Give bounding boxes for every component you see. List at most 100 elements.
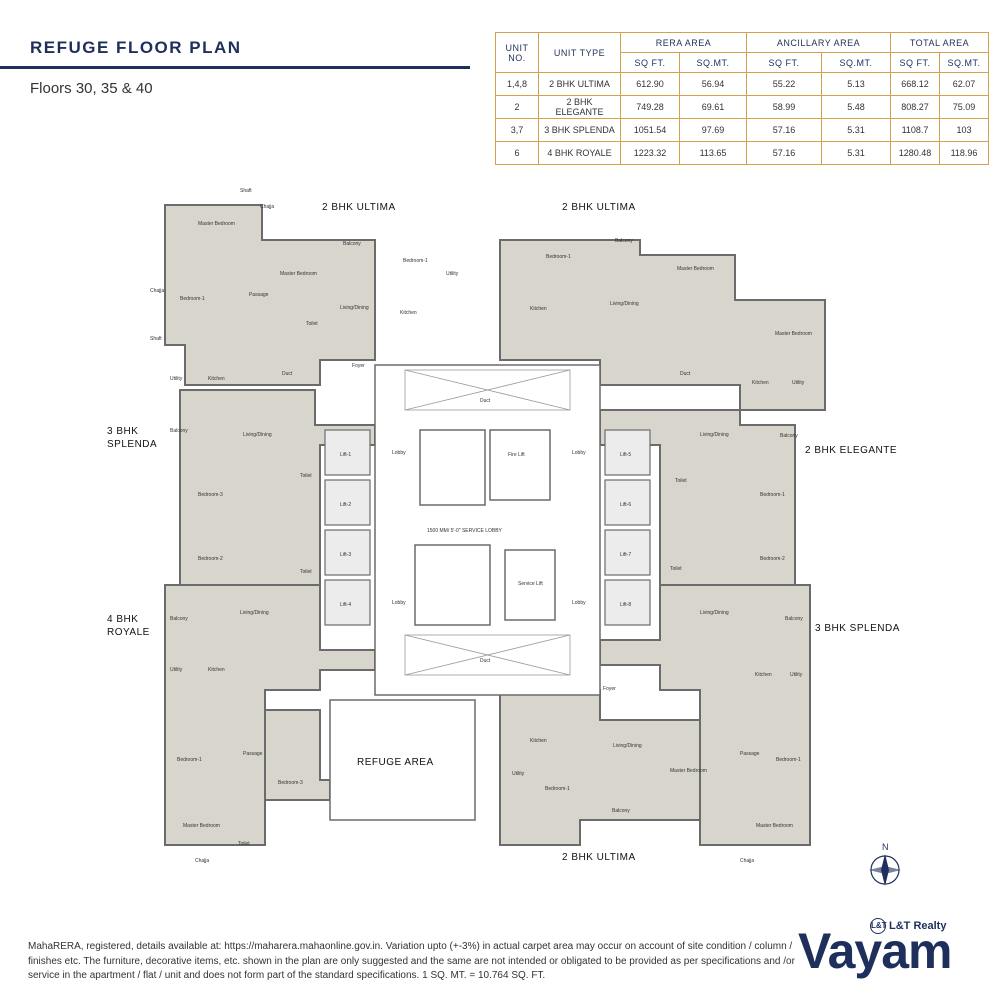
disclaimer: MahaRERA, registered, details available …: [28, 941, 795, 981]
room-label: Lobby: [572, 450, 586, 456]
room-label: Lobby: [572, 600, 586, 606]
room-label: 1500 MM/ 5'-0" SERVICE LOBBY: [427, 528, 503, 534]
room-label: Duct: [282, 371, 293, 377]
room-label: Kitchen: [208, 376, 225, 382]
stair-lower: [414, 544, 491, 626]
room-label: Toilet: [238, 841, 250, 847]
lift-shaft: [324, 529, 371, 576]
cell-tot-sqft: 808.27: [890, 95, 940, 119]
cell-type: 3 BHK SPLENDA: [538, 118, 621, 142]
cell-unit: 3,7: [495, 118, 539, 142]
cell-tot-sqmt: 62.07: [939, 72, 989, 96]
lift-shaft: [604, 479, 651, 526]
room-label: Chajja: [260, 204, 274, 210]
room-label: Duct: [680, 371, 691, 377]
room-label: Living/Dining: [243, 432, 272, 438]
room-label: Master Bedroom: [198, 221, 235, 227]
cell-anc-sqmt: 5.48: [821, 95, 891, 119]
room-label: Master Bedroom: [677, 266, 714, 272]
cell-rera-sqft: 1051.54: [620, 118, 680, 142]
col-unit-type: UNIT TYPE: [538, 32, 621, 73]
lift-shaft: [324, 579, 371, 626]
room-label: Kitchen: [208, 667, 225, 673]
central-lobby: [374, 364, 601, 696]
cell-type: 4 BHK ROYALE: [538, 141, 621, 165]
room-label: Master Bedroom: [775, 331, 812, 337]
col-anc-sqmt: SQ.MT.: [821, 52, 891, 73]
title-underline: [0, 66, 470, 69]
page-title: REFUGE FLOOR PLAN: [30, 38, 242, 57]
room-label: Fire Lift: [508, 452, 525, 458]
cell-unit: 1,4,8: [495, 72, 539, 96]
col-rera-sqft: SQ FT.: [620, 52, 680, 73]
room-label: Bedroom-3: [278, 780, 303, 786]
cell-unit: 2: [495, 95, 539, 119]
room-label: Kitchen: [752, 380, 769, 386]
cell-anc-sqft: 57.16: [746, 141, 822, 165]
room-label: Bedroom-1: [546, 254, 571, 260]
developer-name: L&T Realty: [889, 919, 947, 932]
col-anc-sqft: SQ FT.: [746, 52, 822, 73]
room-label: Toilet: [300, 473, 312, 479]
lift-label: Lift-6: [620, 502, 631, 508]
room-label: Bedroom-1: [403, 258, 428, 264]
cell-anc-sqmt: 5.31: [821, 118, 891, 142]
unit-label-refuge-area: REFUGE AREA: [357, 757, 434, 768]
room-label: Shaft: [240, 188, 252, 194]
col-total-sqft: SQ FT.: [890, 52, 940, 73]
cell-unit: 6: [495, 141, 539, 165]
room-label: Utility: [170, 376, 183, 382]
lift-label: Lift-1: [340, 452, 351, 458]
room-label: Living/Dining: [340, 305, 369, 311]
room-label: Bedroom-2: [760, 556, 785, 562]
unit-block-left-lower: [164, 584, 376, 846]
room-label: Bedroom-1: [180, 296, 205, 302]
room-label: Living/Dining: [613, 743, 642, 749]
room-label: Duct: [480, 658, 491, 664]
room-label: Lobby: [392, 450, 406, 456]
cell-rera-sqmt: 69.61: [679, 95, 747, 119]
lift-label: Lift-3: [340, 552, 351, 558]
cell-tot-sqft: 668.12: [890, 72, 940, 96]
room-label: Living/Dining: [240, 610, 269, 616]
cell-anc-sqft: 55.22: [746, 72, 822, 96]
room-label: Kitchen: [400, 310, 417, 316]
room-label: Chajja: [150, 288, 164, 294]
unit-label-splenda-left: SPLENDA: [107, 439, 157, 450]
room-label: Bedroom-1: [776, 757, 801, 763]
service-lift-shaft: [504, 549, 556, 621]
duct-bottom: [404, 634, 571, 676]
room-label: Master Bedroom: [280, 271, 317, 277]
unit-block-bottom-right: [499, 689, 701, 846]
lift-label: Lift-2: [340, 502, 351, 508]
unit-block-right-lower: [599, 584, 811, 846]
table-row: 1,4,8 2 BHK ULTIMA 612.90 56.94 55.22 5.…: [495, 72, 989, 96]
room-label: Chajja: [195, 858, 209, 864]
cell-tot-sqmt: 118.96: [939, 141, 989, 165]
room-label: Balcony: [780, 433, 798, 439]
unit-label-royale-left: ROYALE: [107, 627, 150, 638]
unit-label-splenda-left: 3 BHK: [107, 426, 138, 437]
room-label: Kitchen: [530, 738, 547, 744]
col-ancillary-area: ANCILLARY AREA: [746, 32, 891, 53]
cell-rera-sqft: 749.28: [620, 95, 680, 119]
lift-shaft: [604, 429, 651, 476]
room-label: Lobby: [392, 600, 406, 606]
lift-shaft: [604, 529, 651, 576]
duct-bottom-cross: [404, 634, 571, 676]
lift-shaft: [324, 479, 371, 526]
room-label: Duct: [480, 398, 491, 404]
duct-top-cross: [404, 369, 571, 411]
compass-icon: N: [869, 842, 901, 886]
unit-label-elegante-right: 2 BHK ELEGANTE: [805, 445, 897, 456]
unit-label-royale-left: 4 BHK: [107, 614, 138, 625]
floor-plan: 2 BHK ULTIMA 2 BHK ULTIMA 3 BHK SPLENDA …: [107, 188, 901, 886]
lt-logo-icon: L&T: [870, 918, 887, 934]
cell-anc-sqmt: 5.31: [821, 141, 891, 165]
lift-label: Lift-7: [620, 552, 631, 558]
unit-label-ultima-bottom: 2 BHK ULTIMA: [562, 852, 636, 863]
room-label: Toilet: [306, 321, 318, 327]
room-label: Living/Dining: [610, 301, 639, 307]
lift-shaft: [604, 579, 651, 626]
